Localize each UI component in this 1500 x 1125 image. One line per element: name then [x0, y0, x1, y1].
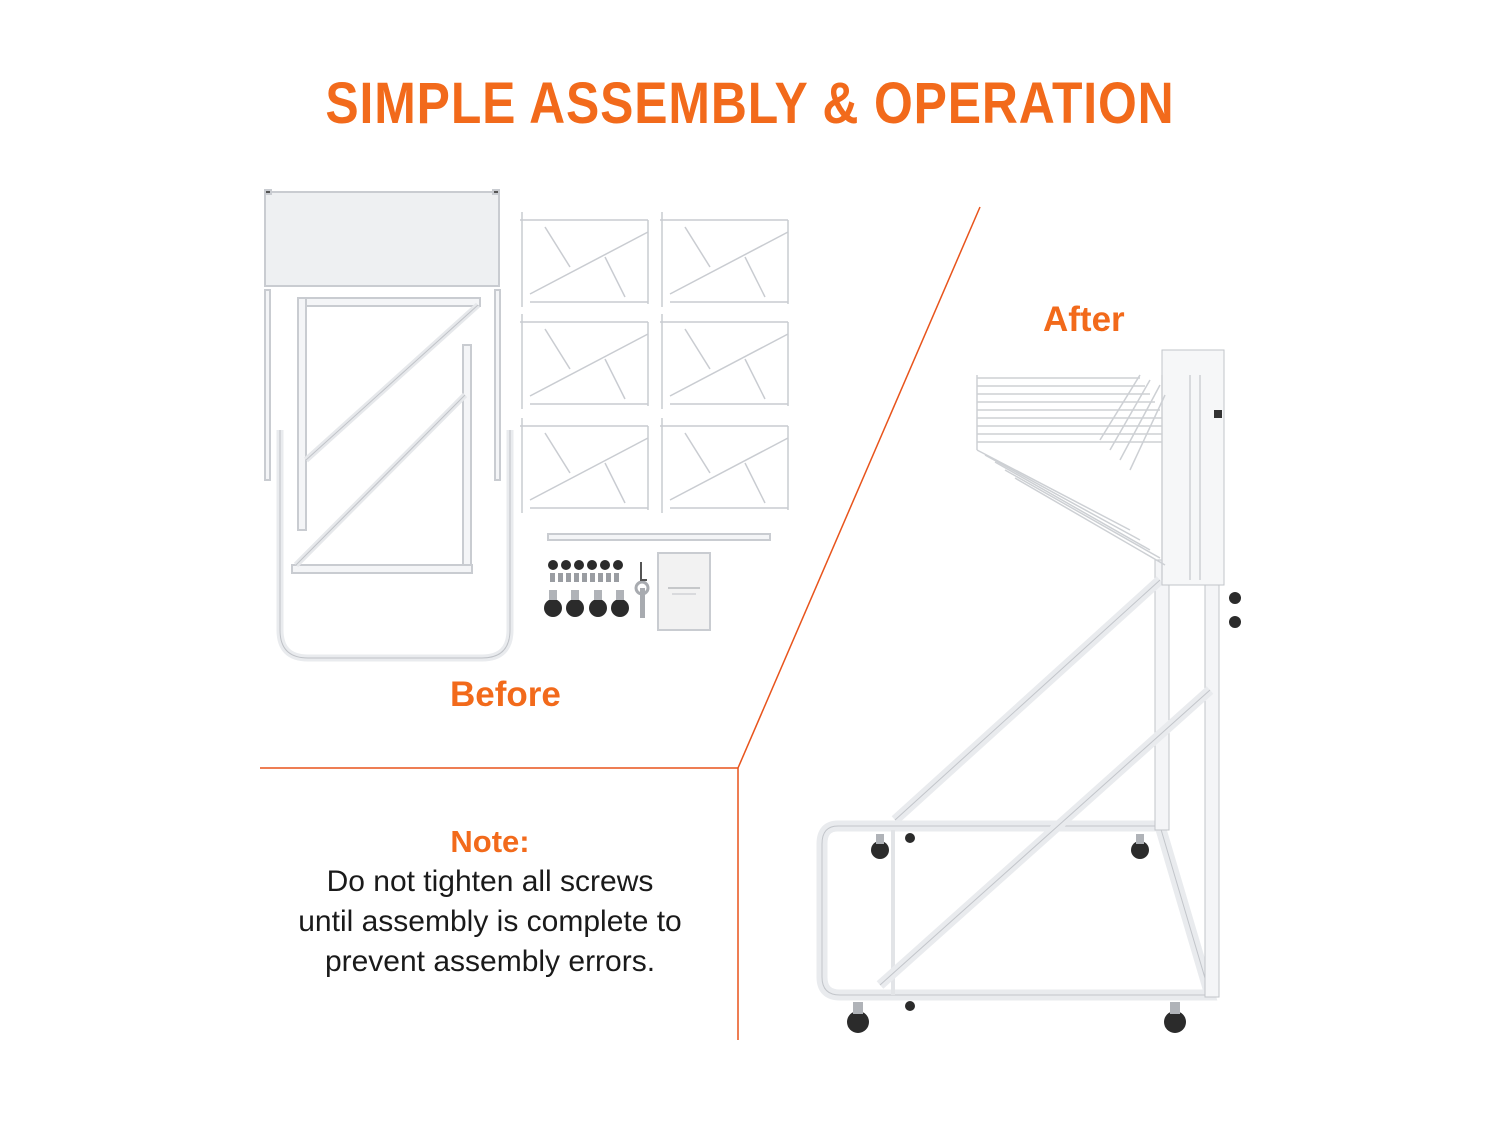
panel-part	[264, 191, 500, 287]
note-body: Do not tighten all screws until assembly…	[240, 862, 740, 982]
manual-part	[657, 552, 711, 631]
note-block: Note: Do not tighten all screws until as…	[240, 822, 740, 982]
caster-wheels	[847, 833, 1186, 1033]
note-line: until assembly is complete to	[298, 905, 682, 938]
before-parts-image	[264, 189, 789, 662]
page-title: SIMPLE ASSEMBLY & OPERATION	[325, 71, 1175, 136]
note-line: Do not tighten all screws	[326, 865, 654, 898]
after-rack-image	[816, 349, 1241, 1033]
note-line: prevent assembly errors.	[324, 945, 656, 978]
diagonal-divider	[737, 206, 981, 769]
hanger-parts	[520, 212, 789, 513]
note-title: Note:	[450, 824, 530, 859]
before-label: Before	[450, 675, 561, 714]
after-label: After	[1043, 300, 1125, 339]
hardware-parts	[544, 560, 650, 618]
caster-parts	[544, 590, 629, 617]
